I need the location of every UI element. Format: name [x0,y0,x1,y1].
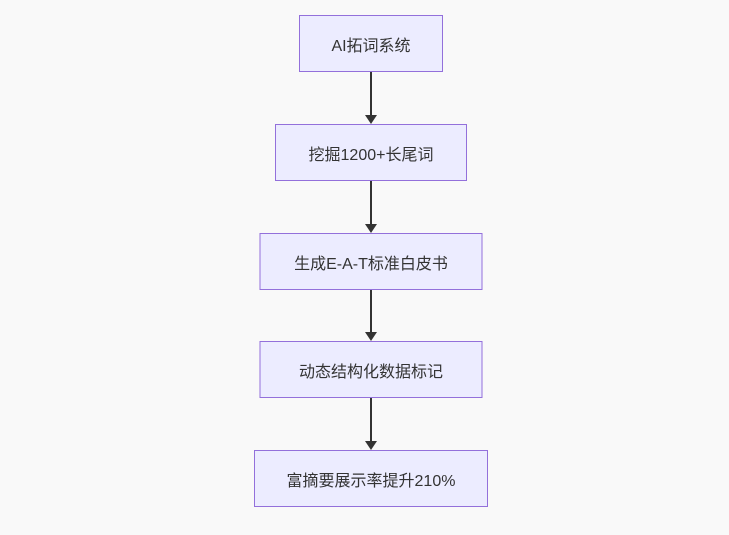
node-label: 生成E-A-T标准白皮书 [294,255,448,273]
node-label: 挖掘1200+长尾词 [308,146,434,164]
arrow-line [370,290,372,332]
node-label: 富摘要展示率提升210% [286,472,456,490]
node-label: AI拓词系统 [331,37,411,55]
arrow-down-icon [365,72,377,124]
flowchart-node-longtail-mining: 挖掘1200+长尾词 [275,124,467,181]
arrow-down-icon [365,181,377,233]
arrowhead-icon [365,224,377,233]
flowchart-node-rich-snippet-result: 富摘要展示率提升210% [254,450,488,507]
arrowhead-icon [365,115,377,124]
flowchart-node-structured-data-markup: 动态结构化数据标记 [259,341,483,398]
arrowhead-icon [365,332,377,341]
arrowhead-icon [365,441,377,450]
node-label: 动态结构化数据标记 [298,363,443,381]
arrow-line [370,181,372,224]
arrow-line [370,398,372,441]
flowchart-node-eat-whitepaper: 生成E-A-T标准白皮书 [259,233,483,290]
flowchart-node-ai-keyword-system: AI拓词系统 [299,15,443,72]
arrow-down-icon [365,290,377,341]
arrow-line [370,72,372,115]
arrow-down-icon [365,398,377,450]
